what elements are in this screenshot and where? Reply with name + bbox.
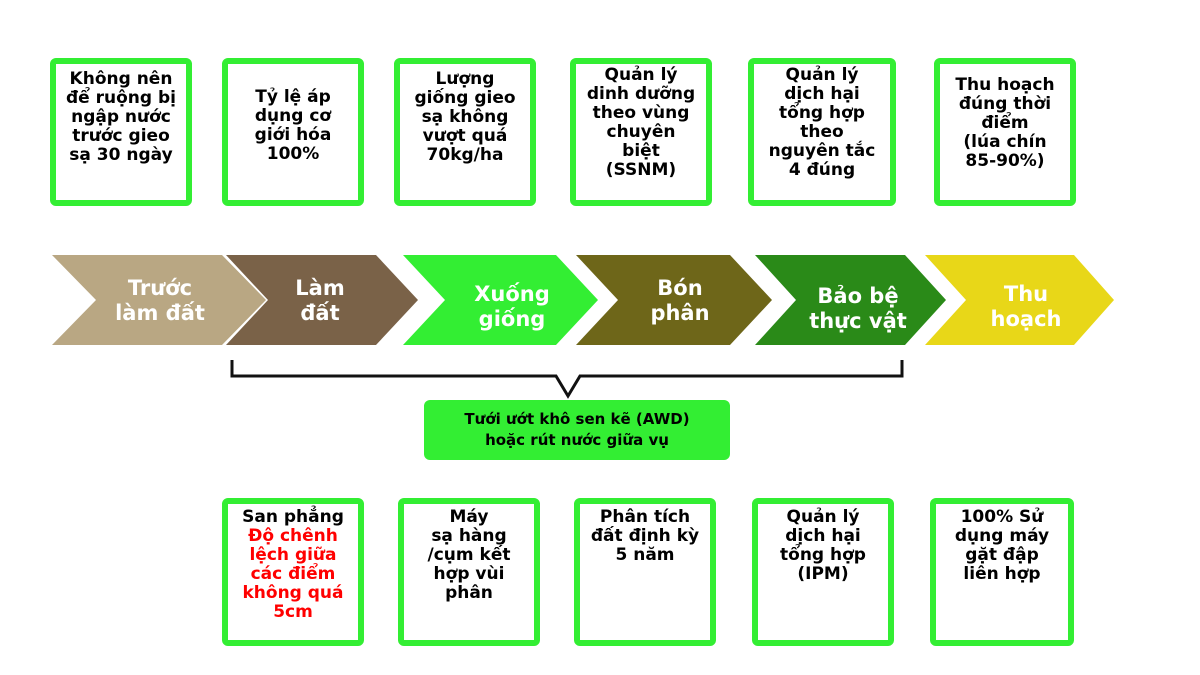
highlight-text-line: các điểm xyxy=(250,564,336,584)
highlight-text-line: 5cm xyxy=(273,602,313,622)
chevron-stage-1 xyxy=(52,255,266,345)
stage-label-line: thực vật xyxy=(809,309,907,333)
box-text-line: Quản lý xyxy=(604,65,678,85)
box-text-line: Quản lý xyxy=(786,507,860,527)
box-text-line: Tỷ lệ áp xyxy=(255,87,331,107)
highlight-text-line: không quá xyxy=(242,583,344,603)
box-text-line: chuyên xyxy=(606,122,676,142)
chevron-stage-6 xyxy=(925,255,1114,345)
box-text-line: dịch hại xyxy=(785,526,861,546)
stage-label-2: Làm đất xyxy=(260,276,380,326)
stage-label-3: Xuống giống xyxy=(452,282,572,332)
bottom-box-2: Máy sạ hàng /cụm kết hợp vùi phân xyxy=(398,498,540,646)
box-text-line: điểm xyxy=(981,113,1029,133)
stage-label-line: Thu xyxy=(1003,282,1049,306)
box-text-line: 100% Sử xyxy=(960,507,1044,527)
box-text-line: giống gieo xyxy=(414,88,516,108)
stage-label-4: Bón phân xyxy=(620,276,740,326)
top-box-5: Quản lý dịch hại tổng hợp theo nguyên tắ… xyxy=(748,58,896,206)
box-text-line: Máy xyxy=(449,507,489,527)
box-text-line: dụng cơ xyxy=(254,106,332,126)
box-text-line: dịch hại xyxy=(784,84,860,104)
top-box-2: Tỷ lệ áp dụng cơ giới hóa 100% xyxy=(222,58,364,206)
box-text-line: hợp vùi xyxy=(433,564,505,584)
stage-label-line: Làm xyxy=(295,276,345,300)
box-text-line: sạ không xyxy=(421,107,509,127)
bottom-box-1: San phẳng Độ chênh lệch giữa các điểm kh… xyxy=(222,498,364,646)
stage-label-line: Trước xyxy=(127,276,193,300)
box-text-line: giới hóa xyxy=(254,125,332,145)
box-text-line: theo vùng xyxy=(592,103,690,123)
bottom-box-3: Phân tích đất định kỳ 5 năm xyxy=(574,498,716,646)
bottom-box-5: 100% Sử dụng máy gặt đập liên hợp xyxy=(930,498,1074,646)
box-text-line: vượt quá xyxy=(422,126,508,146)
box-text-line: ngập nước xyxy=(71,107,171,127)
box-text-line: phân xyxy=(445,583,493,603)
top-box-4: Quản lý dinh dưỡng theo vùng chuyên biệt… xyxy=(570,58,712,206)
box-text-line: 70kg/ha xyxy=(426,145,504,165)
chevron-stage-4 xyxy=(576,255,772,345)
box-text-line: sạ hàng xyxy=(431,526,507,546)
box-text-line: trước gieo xyxy=(72,126,170,146)
stage-label-line: Xuống xyxy=(474,282,550,306)
chevron-stage-2 xyxy=(226,255,418,345)
chevron-stage-3 xyxy=(403,255,598,345)
box-text-line: (IPM) xyxy=(797,564,849,584)
awd-line: Tưới ướt khô sen kẽ (AWD) xyxy=(464,410,690,428)
box-text-line: (lúa chín xyxy=(963,132,1047,152)
box-text-line: đất định kỳ xyxy=(590,526,700,546)
box-text-line: 5 năm xyxy=(615,545,675,565)
box-text-line: (SSNM) xyxy=(605,160,677,180)
box-text-line: /cụm kết xyxy=(427,545,511,565)
box-text-line: gặt đập xyxy=(965,545,1039,565)
stage-label-line: Bảo bệ xyxy=(817,284,899,308)
top-box-3: Lượng giống gieo sạ không vượt quá 70kg/… xyxy=(394,58,536,206)
stage-label-1: Trước làm đất xyxy=(100,276,220,326)
stage-label-line: phân xyxy=(650,301,710,325)
box-text-line: dụng máy xyxy=(954,526,1050,546)
stage-label-line: Bón xyxy=(657,276,703,300)
box-text-line: theo xyxy=(800,122,844,142)
awd-line: hoặc rút nước giữa vụ xyxy=(485,431,669,449)
box-text-line: Lượng xyxy=(435,69,495,89)
box-text-line: sạ 30 ngày xyxy=(69,145,173,165)
stage-label-line: đất xyxy=(300,301,340,325)
bracket xyxy=(230,360,904,399)
highlight-text-line: lệch giữa xyxy=(249,545,337,565)
box-text-line: 85-90%) xyxy=(965,151,1045,171)
bottom-box-4: Quản lý dịch hại tổng hợp (IPM) xyxy=(752,498,894,646)
awd-box: Tưới ướt khô sen kẽ (AWD) hoặc rút nước … xyxy=(424,400,730,460)
box-text-line: để ruộng bị xyxy=(66,88,176,108)
box-text-line: San phẳng xyxy=(242,507,344,527)
highlight-text-line: Độ chênh xyxy=(248,526,338,546)
box-text-line: tổng hợp xyxy=(780,545,866,565)
box-text-line: Quản lý xyxy=(785,65,859,85)
chevron-stage-5 xyxy=(755,255,946,345)
box-text-line: nguyên tắc xyxy=(768,141,876,161)
top-box-6: Thu hoạch đúng thời điểm (lúa chín 85-90… xyxy=(934,58,1076,206)
box-text-line: 100% xyxy=(266,144,320,164)
top-box-1: Không nên để ruộng bị ngập nước trước gi… xyxy=(50,58,192,206)
box-text-line: biệt xyxy=(622,141,660,161)
stage-label-line: hoạch xyxy=(990,307,1062,331)
stage-label-6: Thu hoạch xyxy=(966,282,1086,332)
box-text-line: liên hợp xyxy=(963,564,1041,584)
box-text-line: Thu hoạch xyxy=(955,75,1055,95)
box-text-line: 4 đúng xyxy=(788,160,856,180)
stage-label-line: làm đất xyxy=(115,301,205,325)
box-text-line: Phân tích xyxy=(599,507,691,527)
box-text-line: Không nên xyxy=(69,69,173,89)
box-text-line: tổng hợp xyxy=(779,103,865,123)
box-text-line: dinh dưỡng xyxy=(586,84,696,104)
box-text-line: đúng thời xyxy=(958,94,1052,114)
stage-label-line: giống xyxy=(478,307,546,331)
stage-label-5: Bảo bệ thực vật xyxy=(798,284,918,334)
